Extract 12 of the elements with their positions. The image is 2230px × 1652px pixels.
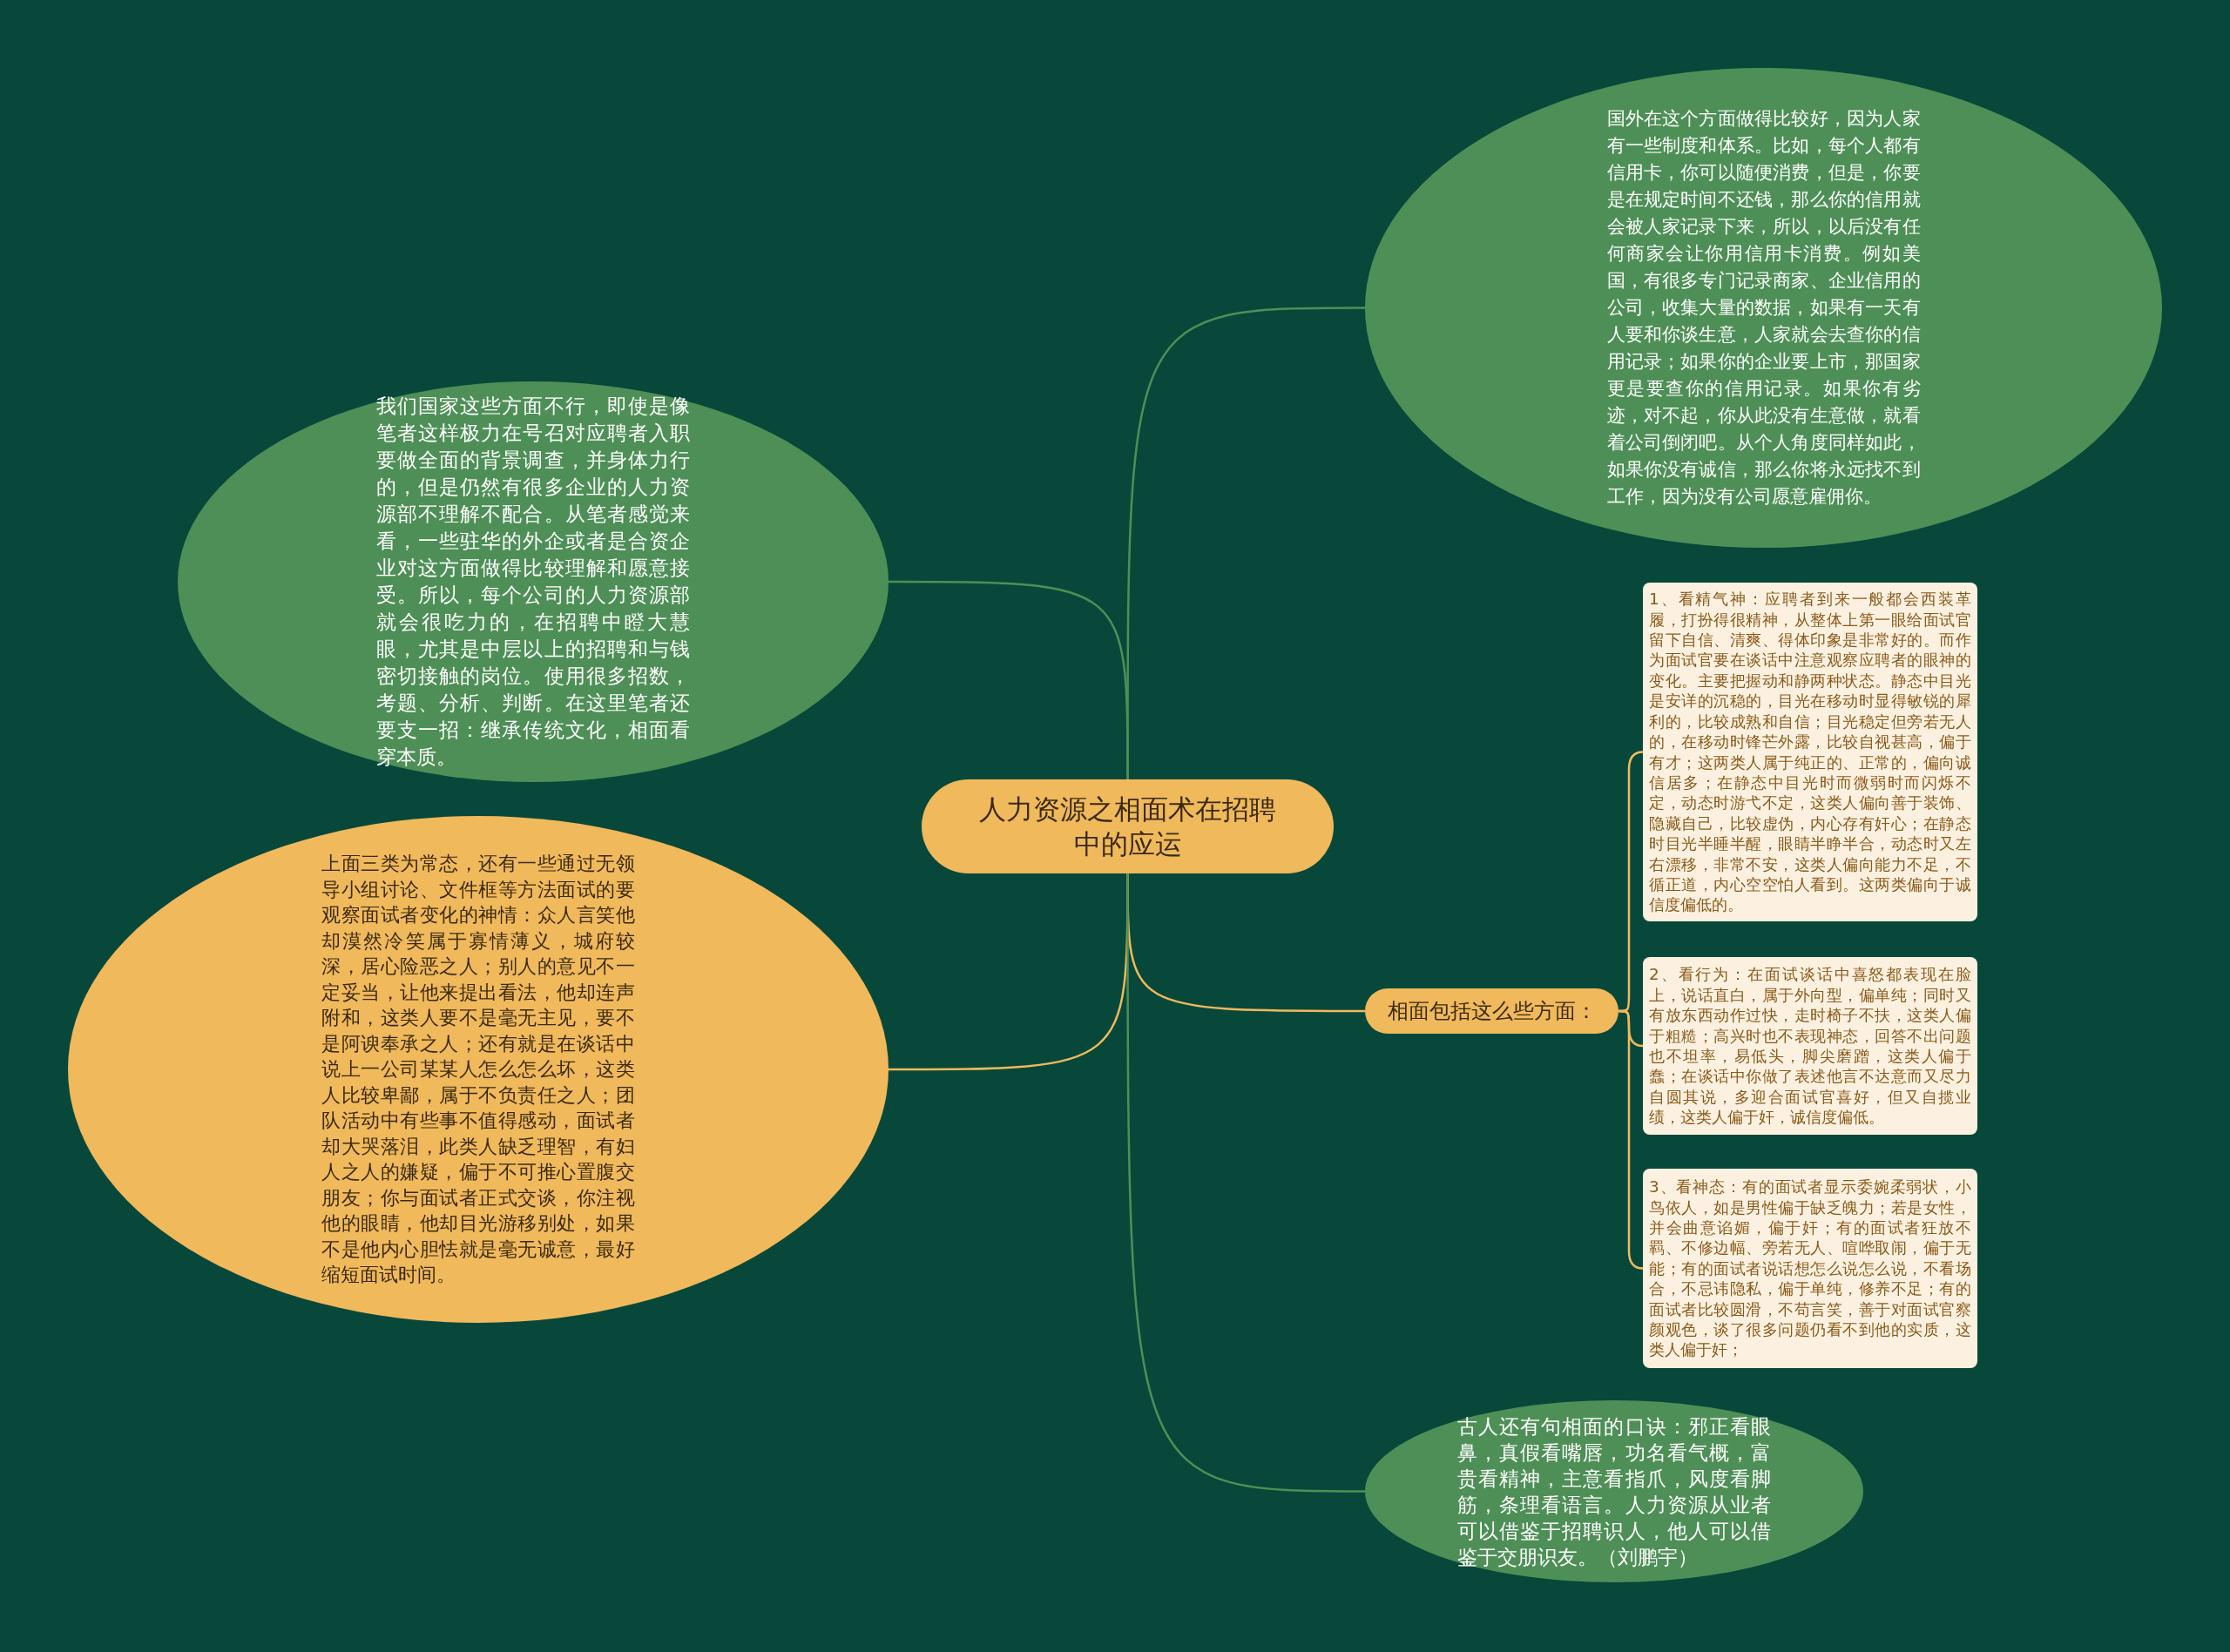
topic-bubble: 上面三类为常态，还有一些通过无领导小组讨论、文件框等方法面试的要观察面试者变化的神情：众人言笑他却漠然冷笑属于寡情薄义，城府较深，居心险恶之人；别人的意见不一定妥当，让他来提出看法，他却连声附和，这类人要不是毫无主见，要不是阿谀奉承之人；还有就是在谈话中说上一公司某某人怎么怎么坏，这类人比较卑鄙，属于不负责任之人；团队活动中有些事不值得感动，面试者却大哭落泪，此类人缺乏理智，有妇人之人的嫌疑，偏于不可推心置腹交朋友；你与面试者正式交谈，你注视他的眼睛，他却目光游移别处，如果不是他内心胆怯就是毫无诚意，最好缩短面试时间。	[68, 816, 889, 1323]
connector-line	[1126, 873, 1365, 1493]
detail-card: 2、看行为：在面试谈话中喜怒都表现在脸上，说话直白，属于外向型，偏单纯；同时又有放东西动作过快，走时椅子不扶，这类人偏于粗糙；高兴时也不表现神态，回答不出问题也不坦率，易低头，脚尖磨蹭，这类人偏于蠢；在谈话中你做了表述他言不达意而又尽力自圆其说，多迎合面试官喜好，但又自揽业绩，这类人偏于奸，诚信度偏低。	[1643, 957, 1977, 1135]
topic-bubble: 我们国家这些方面不行，即使是像笔者这样极力在号召对应聘者入职要做全面的背景调查，并身体力行的，但是仍然有很多企业的人力资源部不理解不配合。从笔者感觉来看，一些驻华的外企或者是合资企业对这方面做得比较理解和愿意接受。所以，每个公司的人力资源部就会很吃力的，在招聘中瞪大慧眼，尤其是中层以上的招聘和与钱密切接触的岗位。使用很多招数，考题、分析、判断。在这里笔者还要支一招：继承传统文化，相面看穿本质。	[178, 381, 889, 782]
detail-card: 1、看精气神：应聘者到来一般都会西装革履，打扮得很精神，从整体上第一眼给面试官留下自信、清爽、得体印象是非常好的。而作为面试官要在谈话中注意观察应聘者的眼神的变化。主要把握动和静两种状态。静态中目光是安详的沉稳的，目光在移动时显得敏锐的犀利的，比较成熟和自信；目光稳定但旁若无人的，在移动时锋芒外露，比较自视甚高，偏于有才；这两类人属于纯正的、正常的，偏向诚信居多；在静态中目光时而微弱时而闪烁不定，动态时游弋不定，这类人偏向善于装饰、隐藏自己，比较虚伪，内心存有奸心；在静态时目光半睡半醒，眼睛半睁半合，动态时又左右漂移，非常不安，这类人偏向能力不足，不循正道，内心空空怕人看到。这两类偏向于诚信度偏低的。	[1643, 583, 1977, 921]
subtopic-pill: 相面包括这么些方面：	[1365, 988, 1618, 1034]
connector-line	[1618, 1009, 1644, 1270]
central-topic: 人力资源之相面术在招聘中的应运	[922, 779, 1334, 873]
connector-line	[889, 580, 1129, 779]
detail-card: 3、看神态：有的面试者显示委婉柔弱状，小鸟依人，如是男性偏于缺乏魄力；若是女性，并会曲意谄媚，偏于奸；有的面试者狂放不羁、不修边幅、旁若无人、喧哗取闹，偏于无能；有的面试者说话想怎么说怎么说，不看场合，不忌讳隐私，偏于单纯，修养不足；有的面试者比较圆滑，不苟言笑，善于对面试官察颜观色，谈了很多问题仍看不到他的实质，这类人偏于奸；	[1643, 1169, 1977, 1368]
topic-bubble: 古人还有句相面的口诀：邪正看眼鼻，真假看嘴唇，功名看气概，富贵看精神，主意看指爪，风度看脚筋，条理看语言。人力资源从业者可以借鉴于招聘识人，他人可以借鉴于交朋识友。（刘鹏宇）	[1365, 1400, 1863, 1582]
topic-bubble: 国外在这个方面做得比较好，因为人家有一些制度和体系。比如，每个人都有信用卡，你可以随便消费，但是，你要是在规定时间不还钱，那么你的信用就会被人家记录下来，所以，以后没有任何商家会让你用信用卡消费。例如美国，有很多专门记录商家、企业信用的公司，收集大量的数据，如果有一天有人要和你谈生意，人家就会去查你的信用记录；如果你的企业要上市，那国家更是要查你的信用记录。如果你有劣迹，对不起，你从此没有生意做，就看着公司倒闭吧。从个人角度同样如此，如果你没有诚信，那么你将永远找不到工作，因为没有公司愿意雇佣你。	[1365, 68, 2162, 548]
